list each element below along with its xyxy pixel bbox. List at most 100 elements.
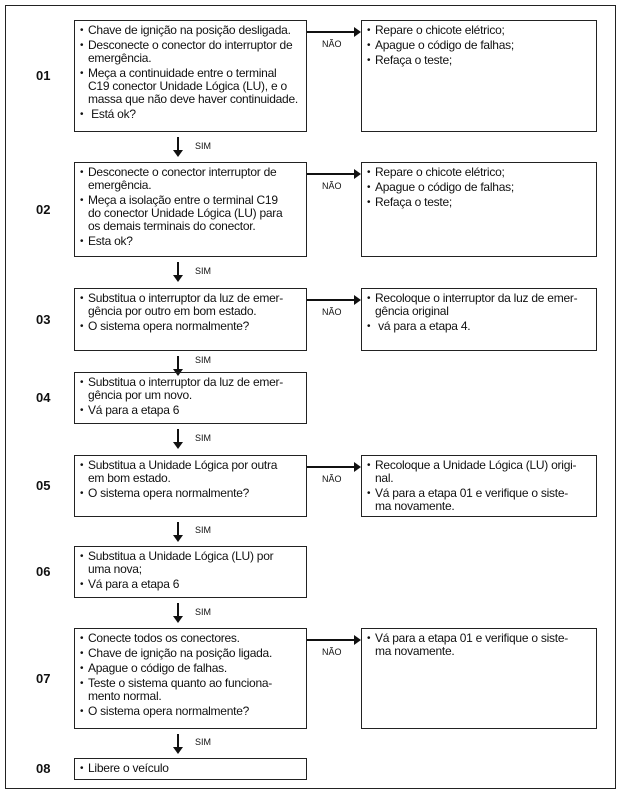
list-item: •Substitua o interruptor da luz de emer-… — [80, 292, 302, 318]
yes-label: SIM — [195, 737, 212, 747]
yes-label: SIM — [195, 433, 212, 443]
no-label: NÃO — [322, 647, 342, 657]
bullet-icon: • — [367, 25, 371, 36]
no-label: NÃO — [322, 39, 342, 49]
failure-action-box: • Recoloque o interruptor da luz de emer-… — [361, 288, 597, 351]
arrow-down-icon — [173, 429, 183, 449]
list-item: • Apague o código de falhas; — [367, 39, 592, 52]
item-text: Recoloque o interruptor da luz de emer- … — [375, 291, 578, 318]
bullet-icon: • — [80, 293, 84, 304]
arrow-down-icon — [173, 603, 183, 623]
list-item: •Apague o código de falhas. — [80, 662, 302, 675]
no-label: NÃO — [322, 307, 342, 317]
no-label: NÃO — [322, 181, 342, 191]
item-text: O sistema opera normalmente? — [88, 319, 250, 333]
list-item: • Libere o veículo — [80, 762, 302, 775]
list-item: •Meça a continuidade entre o terminal C1… — [80, 67, 302, 106]
step-number: 07 — [36, 670, 51, 686]
item-text: Refaça o teste; — [375, 195, 452, 209]
list-item: •Desconecte o conector interruptor de em… — [80, 166, 302, 192]
item-text: Conecte todos os conectores. — [88, 631, 240, 645]
item-text: Recoloque a Unidade Lógica (LU) origi- n… — [375, 458, 577, 485]
bullet-icon: • — [80, 236, 84, 247]
list-item: • Esta ok? — [80, 235, 302, 248]
bullet-icon: • — [80, 321, 84, 332]
outer-frame — [5, 5, 616, 789]
bullet-icon: • — [80, 551, 84, 562]
arrow-down-icon — [173, 734, 183, 754]
bullet-icon: • — [367, 40, 371, 51]
bullet-icon: • — [80, 678, 84, 689]
arrow-down-icon — [173, 356, 183, 376]
list-item: • vá para a etapa 4. — [367, 320, 592, 333]
item-text: Substitua o interruptor da luz de emer- … — [88, 375, 284, 402]
item-text: Refaça o teste; — [375, 53, 452, 67]
yes-label: SIM — [195, 606, 212, 617]
item-text: Está ok? — [88, 107, 136, 121]
bullet-icon: • — [80, 167, 84, 178]
item-text: Esta ok? — [88, 234, 133, 248]
bullet-icon: • — [80, 377, 84, 388]
arrow-right-icon — [307, 295, 361, 305]
arrow-down-icon — [173, 262, 183, 282]
bullet-icon: • — [80, 460, 84, 471]
list-item: • Refaça o teste; — [367, 54, 592, 67]
step-number: 05 — [36, 478, 51, 493]
arrow-right-icon — [307, 462, 361, 472]
bullet-icon: • — [367, 488, 371, 499]
list-item: •Substitua a Unidade Lógica (LU) por uma… — [80, 550, 302, 576]
step-number: 04 — [36, 390, 51, 405]
item-text: Repare o chicote elétrico; — [375, 23, 505, 37]
item-text: Meça a isolação entre o terminal C19 do … — [88, 193, 283, 233]
item-text: Chave de ignição na posição ligada. — [88, 646, 273, 660]
list-item: •O sistema opera normalmente? — [80, 487, 302, 500]
item-text: Apague o código de falhas; — [375, 38, 514, 52]
list-item: • Repare o chicote elétrico; — [367, 24, 592, 37]
failure-action-box: • Repare o chicote elétrico; • Apague o cód… — [361, 162, 597, 257]
list-item: • Está ok? — [80, 108, 302, 121]
step-action-box: •Substitua a Unidade Lógica (LU) por uma… — [74, 546, 307, 598]
list-item: •Chave de ignição na posição ligada. — [80, 647, 302, 660]
bullet-icon: • — [80, 68, 84, 79]
bullet-icon: • — [367, 197, 371, 208]
item-text: Libere o veículo — [88, 761, 169, 775]
step-number: 06 — [36, 564, 51, 579]
bullet-icon: • — [367, 633, 371, 644]
bullet-icon: • — [80, 195, 84, 206]
arrow-right-icon — [307, 27, 361, 37]
step-action-box: • Substitua o interruptor da luz de emer-… — [74, 372, 307, 424]
list-item: • Meça a isolação entre o terminal C19 do… — [80, 194, 302, 233]
bullet-icon: • — [367, 321, 371, 332]
list-item: • O sistema opera normalmente? — [80, 705, 302, 718]
bullet-icon: • — [80, 633, 84, 644]
item-text: Vá para a etapa 6 — [88, 403, 180, 417]
item-text: Apague o código de falhas; — [375, 180, 514, 194]
bullet-icon: • — [80, 109, 84, 120]
bullet-icon: • — [80, 706, 84, 717]
item-text: Apague o código de falhas. — [88, 661, 227, 675]
list-item: • Repare o chicote elétrico; — [367, 166, 592, 179]
list-item: •Recoloque a Unidade Lógica (LU) origi- … — [367, 459, 592, 485]
bullet-icon: • — [367, 55, 371, 66]
bullet-icon: • — [80, 763, 84, 774]
list-item: •Teste o sistema quanto ao funciona- men… — [80, 677, 302, 703]
bullet-icon: • — [367, 167, 371, 178]
bullet-icon: • — [80, 40, 84, 51]
step-number: 08 — [36, 761, 51, 776]
yes-label: SIM — [195, 140, 212, 151]
step-action-box: •Conecte todos os conectores.•Chave de i… — [74, 628, 307, 729]
list-item: • Conecte todos os conectores. — [80, 632, 302, 645]
failure-action-box: • Recoloque a Unidade Lógica (LU) origi- … — [361, 455, 597, 517]
no-label: NÃO — [322, 474, 342, 484]
step-number: 02 — [36, 201, 51, 217]
step-action-box: •Substitua o interruptor da luz de emer-… — [74, 288, 307, 351]
list-item: • Refaça o teste; — [367, 196, 592, 209]
list-item: •Vá para a etapa 6 — [80, 578, 302, 591]
list-item: • O sistema opera normalmente? — [80, 320, 302, 333]
item-text: O sistema opera normalmente? — [88, 704, 250, 718]
item-text: Repare o chicote elétrico; — [375, 165, 505, 179]
bullet-icon: • — [367, 293, 371, 304]
step-action-box: •Desconecte o conector interruptor de em… — [74, 162, 307, 257]
step-action-box: •Chave de ignição na posição desligada.•… — [74, 20, 307, 132]
